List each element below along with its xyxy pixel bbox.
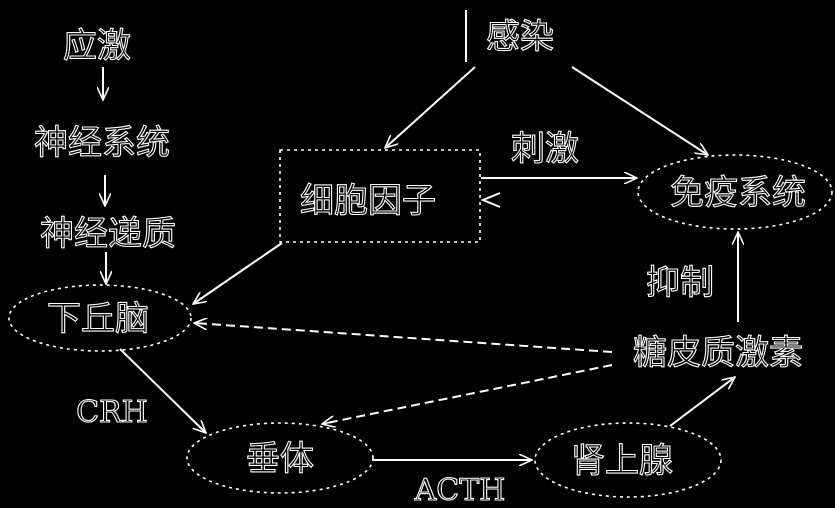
arrow-hypothalamus-to-pituitary <box>119 348 206 433</box>
label-inhibit: 抑制 <box>646 263 714 303</box>
pituitary-ellipse <box>186 422 374 494</box>
immune-system-ellipse <box>637 154 833 230</box>
node-infection: 感染 <box>486 17 554 57</box>
adrenal-ellipse <box>534 422 722 498</box>
node-hypothalamus: 下丘脑 <box>47 299 149 339</box>
node-neurotransmitter: 神经递质 <box>40 214 176 254</box>
feedback-arrowhead-icon <box>480 192 501 208</box>
arrow-glucocorticoid-to-pituitary-feedback <box>322 364 613 424</box>
label-acth: ACTH <box>414 473 506 508</box>
node-immune-system: 免疫系统 <box>670 173 806 213</box>
arrow-glucocorticoid-to-hypothalamus-feedback <box>194 323 613 353</box>
hypothalamus-ellipse <box>8 284 192 352</box>
arrow-infection-to-immune <box>571 66 708 155</box>
arrow-adrenal-to-glucocorticoid <box>669 377 735 427</box>
label-stimulate: 刺激 <box>511 129 579 169</box>
node-stress: 应激 <box>63 26 131 66</box>
node-adrenal: 肾上腺 <box>571 441 673 481</box>
arrow-infection-to-cytokine <box>385 66 476 148</box>
label-crh: CRH <box>76 395 148 430</box>
node-glucocorticoid: 糖皮质激素 <box>633 333 803 373</box>
cytokine-box <box>279 149 481 243</box>
arrow-cytokine-to-hypothalamus <box>193 242 283 304</box>
node-pituitary: 垂体 <box>246 439 314 479</box>
node-cytokine: 细胞因子 <box>300 181 436 221</box>
node-nervous-system: 神经系统 <box>34 123 170 163</box>
